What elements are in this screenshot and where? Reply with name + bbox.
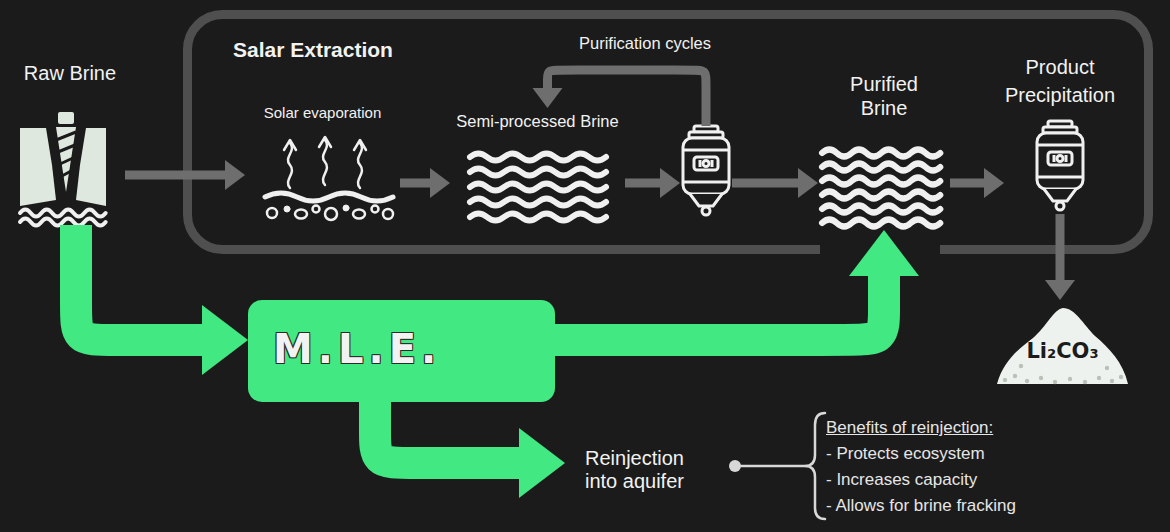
evaporation-icon <box>383 209 393 219</box>
product-pile: Li₂CO₃ <box>995 300 1130 386</box>
evaporation-icon <box>295 210 307 219</box>
evaporation-icon <box>284 140 296 150</box>
brine-waves <box>822 164 940 171</box>
evaporation-icon <box>265 137 393 220</box>
pile-grain <box>1097 376 1101 380</box>
brine-waves <box>470 169 606 176</box>
well-icon <box>76 128 106 206</box>
pile-grain <box>1003 378 1007 382</box>
process-arrow <box>950 179 984 188</box>
process-arrow <box>625 179 660 188</box>
pile-grain <box>1053 380 1057 384</box>
evaporation-icon <box>319 137 331 147</box>
note-item: - Allows for brine fracking <box>826 496 1016 516</box>
evaporation-icon <box>313 206 320 213</box>
callout-bracket <box>729 413 825 519</box>
pile-grain <box>1025 379 1029 383</box>
brine-waves <box>822 206 940 213</box>
brine-stage: Semi-processed Brine <box>450 108 625 223</box>
mle-box: M.L.E. <box>248 300 555 402</box>
node-label: Purified Brine <box>834 72 934 120</box>
evaporation-icon <box>323 140 327 185</box>
brine-waves <box>822 192 940 199</box>
node-label: Li₂CO₃ <box>995 339 1130 364</box>
note-heading: Benefits of reinjection: <box>826 418 993 438</box>
brine-stage: Purified Brine <box>818 72 950 230</box>
evaporation-icon <box>267 208 277 218</box>
brine-waves <box>470 184 606 191</box>
callout-bracket <box>735 465 805 468</box>
well-icon <box>20 219 106 226</box>
pile-grain <box>1083 380 1087 384</box>
well-icon <box>20 210 106 217</box>
brine-waves <box>470 154 606 161</box>
process-arrow <box>400 179 430 188</box>
evaporation-icon <box>284 206 290 212</box>
node-label: Semi-processed Brine <box>450 112 625 132</box>
well-icon <box>58 112 74 124</box>
purification-tank: Purification cycles <box>680 126 732 216</box>
node-label: Raw Brine <box>15 61 125 85</box>
note-item: - Protects ecosystem <box>826 444 985 464</box>
mle-flow-arrow <box>375 402 519 463</box>
node-label: M.L.E. <box>273 325 543 373</box>
well-icon <box>56 127 76 192</box>
process-arrow <box>732 179 798 188</box>
note-item: - Increases capacity <box>826 470 977 490</box>
tank-icon <box>683 126 729 215</box>
well-icon <box>20 112 106 226</box>
pile-grain <box>1068 377 1072 381</box>
process-arrow <box>125 171 225 180</box>
process-arrow <box>548 70 707 126</box>
pile-grain <box>1110 379 1114 383</box>
pile-grain <box>1105 366 1109 370</box>
evaporation-icon <box>353 210 365 219</box>
brine-waves <box>822 220 940 227</box>
node-label: Product Precipitation <box>1004 53 1116 109</box>
pile-grain <box>1119 375 1123 379</box>
node-label: Salar Extraction <box>233 37 553 62</box>
tank-icon <box>683 126 729 215</box>
well-icon <box>20 128 56 206</box>
evaporation-icon <box>354 140 366 150</box>
evaporation-icon <box>265 193 393 201</box>
evaporation-icon <box>372 206 379 213</box>
pile-grain <box>1019 364 1023 368</box>
pile-grain <box>1013 374 1017 378</box>
precipitation-tank: Product Precipitation <box>1004 52 1116 214</box>
well-icon <box>56 132 76 176</box>
node-label: Purification cycles <box>560 34 730 54</box>
evaporation-icon <box>325 208 337 220</box>
process-group: Salar ExtractionSolar evaporation Semi-pr… <box>183 10 1153 254</box>
tank-icon <box>1037 121 1083 210</box>
brine-waves <box>470 154 606 221</box>
reinjection-target: Reinjection into aquifer <box>565 447 715 497</box>
group-frame-outline <box>188 15 1149 250</box>
mle-flow-arrow <box>555 276 884 340</box>
mle-flow-arrow <box>76 225 202 340</box>
brine-waves <box>470 199 606 206</box>
evaporation-stage: Solar evaporation <box>245 100 400 228</box>
source-well: Raw Brine <box>15 58 125 225</box>
process-arrow <box>1056 214 1065 280</box>
tank-icon <box>1037 121 1083 210</box>
evaporation-icon <box>358 143 362 188</box>
brine-waves <box>470 214 606 221</box>
brine-waves <box>822 150 940 157</box>
brine-waves <box>822 178 940 185</box>
evaporation-icon <box>343 205 349 211</box>
callout-bracket <box>805 413 825 519</box>
node-label: Reinjection into aquifer <box>585 447 713 493</box>
brine-waves <box>822 150 940 227</box>
evaporation-icon <box>288 143 292 188</box>
node-label: Solar evaporation <box>245 104 400 122</box>
pile-grain <box>1039 376 1043 380</box>
